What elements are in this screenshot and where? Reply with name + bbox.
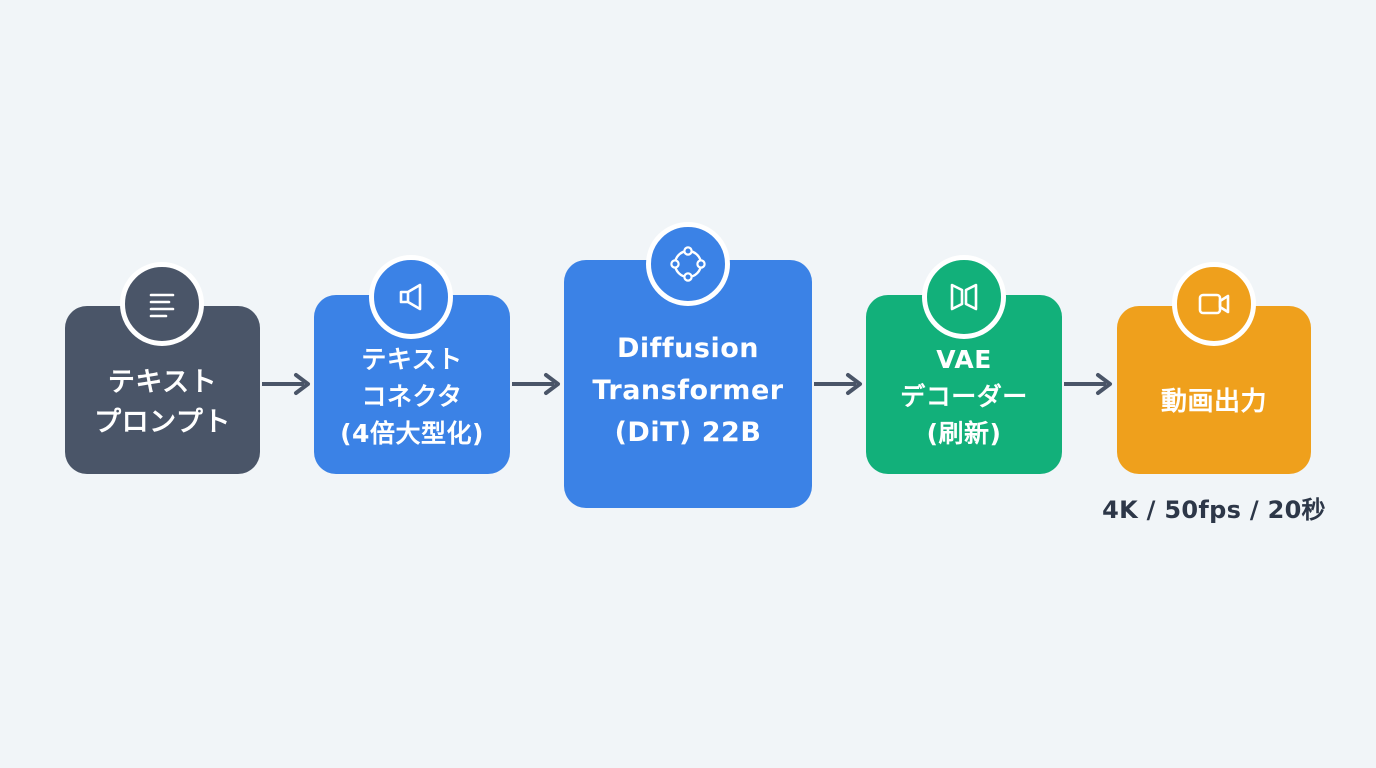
- output-spec-caption: 4K / 50fps / 20秒: [1102, 496, 1326, 524]
- node-text-connector-label: テキスト コネクタ (4倍大型化): [340, 345, 484, 448]
- text-lines-icon: [120, 262, 204, 346]
- circular-nodes-icon-glyph: [670, 246, 706, 282]
- text-lines-icon-glyph: [149, 293, 175, 318]
- split-panel-icon-glyph: [950, 283, 978, 311]
- split-panel-icon: [922, 255, 1006, 339]
- megaphone-icon: [369, 255, 453, 339]
- node-diffusion-transformer-label: Diffusion Transformer (DiT) 22B: [592, 333, 784, 448]
- megaphone-icon-glyph: [399, 283, 422, 311]
- arrow-vae-to-output: [1064, 373, 1112, 395]
- node-text-prompt-label: テキスト プロンプト: [94, 367, 231, 438]
- node-diffusion-transformer: Diffusion Transformer (DiT) 22B: [564, 260, 812, 508]
- video-camera-icon: [1172, 262, 1256, 346]
- node-text-connector: テキスト コネクタ (4倍大型化): [314, 295, 510, 474]
- arrow-connector-to-dit: [512, 373, 560, 395]
- video-camera-icon-glyph: [1198, 293, 1230, 315]
- arrow-dit-to-vae: [814, 373, 862, 395]
- arrow-prompt-to-connector: [262, 373, 310, 395]
- circular-nodes-icon: [646, 222, 730, 306]
- node-vae-decoder-label: VAE デコーダー (刷新): [900, 345, 1028, 448]
- node-video-output-label: 動画出力: [1160, 387, 1267, 417]
